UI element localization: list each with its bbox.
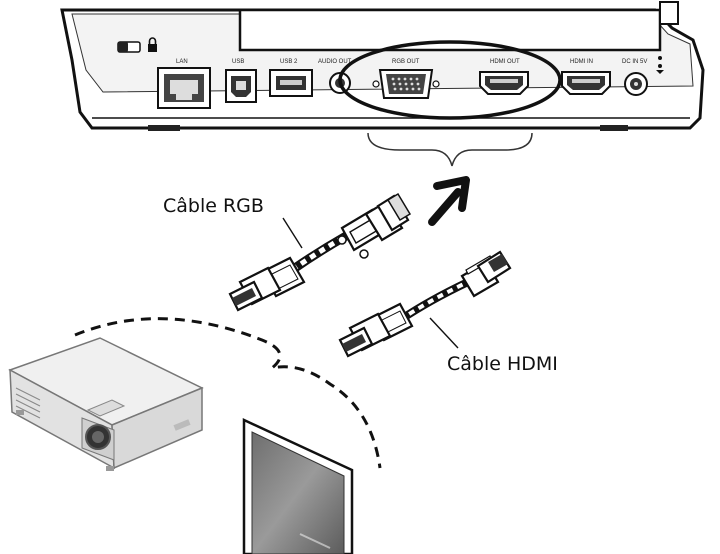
- lock-icon: [148, 37, 157, 52]
- rgb-cable-label: Câble RGB: [163, 195, 264, 217]
- hdmi-plug-lower: [338, 302, 414, 358]
- usb2-port: [269, 69, 313, 97]
- port-label-audio: AUDIO OUT: [318, 59, 352, 65]
- port-label-lan: LAN: [176, 59, 188, 65]
- document-camera-base: LAN USB USB 2 AUDIO OUT R: [60, 1, 705, 131]
- hdmi-label-leader: [429, 317, 459, 349]
- port-label-hdmi-out: HDMI OUT: [490, 59, 520, 65]
- rgb-cable-plug: [228, 256, 306, 312]
- port-label-hdmi-in: HDMI IN: [570, 59, 593, 65]
- device-foot: [600, 125, 628, 131]
- rgb-cable: [228, 192, 412, 312]
- projector: [8, 337, 204, 471]
- dc-in-jack: [624, 72, 648, 96]
- dashed-connection-arc: [74, 317, 382, 469]
- highlight-ellipse: [338, 40, 562, 120]
- vga-connector: [337, 192, 412, 259]
- device-foot: [148, 125, 180, 131]
- port-label-usb: USB: [232, 59, 244, 65]
- rgb-out-port: [372, 69, 440, 99]
- hdmi-plug-upper: [460, 250, 512, 298]
- top-slot: [238, 8, 662, 52]
- port-label-usb2: USB 2: [280, 59, 298, 65]
- port-label-dc-in: DC IN 5V: [622, 59, 647, 65]
- usb-b-port: [225, 69, 257, 103]
- hdmi-cable-label: Câble HDMI: [447, 353, 558, 375]
- hdmi-out-port: [479, 71, 529, 95]
- monitor: [242, 418, 354, 554]
- brace: [367, 132, 533, 167]
- lan-port: [157, 67, 211, 109]
- hdmi-in-port: [561, 71, 611, 95]
- up-right-arrow-icon: [428, 176, 470, 226]
- rgb-label-leader: [282, 217, 303, 249]
- hdmi-cable: [338, 250, 512, 358]
- polarity-icon: [656, 56, 664, 74]
- port-label-rgb-out: RGB OUT: [392, 59, 420, 65]
- monitor-screen: [251, 431, 345, 554]
